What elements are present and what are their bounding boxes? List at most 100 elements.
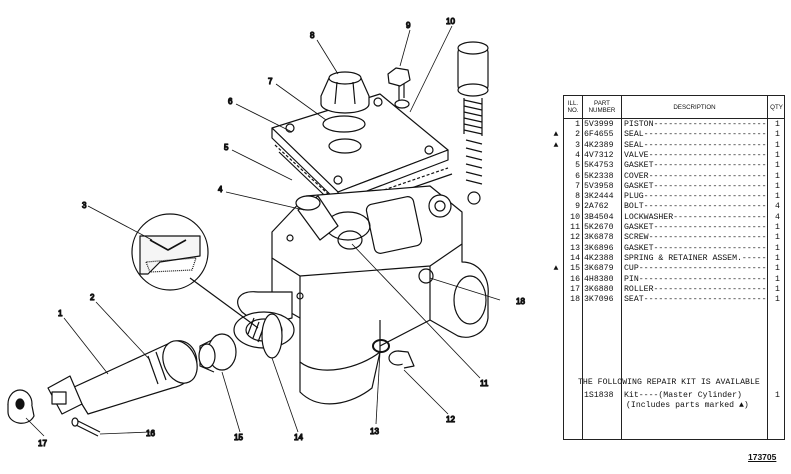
row-description: SEAL------------------------------------… [624, 130, 768, 140]
row-ill-no: 16 [570, 274, 580, 284]
row-description-text: PLUG [624, 192, 644, 202]
callout-1: 1 [58, 309, 63, 318]
row-ill-no: 15 [570, 264, 580, 274]
table-row: 55K4753GASKET---------------------------… [564, 161, 784, 171]
valve-4 [295, 195, 339, 241]
row-description: COVER-----------------------------------… [624, 172, 768, 182]
row-part-number: 3K2444 [584, 192, 614, 202]
row-description: PISTON----------------------------------… [624, 120, 768, 130]
row-qty: 4 [775, 212, 780, 222]
row-description-leader: ---------------------------------------- [653, 243, 768, 253]
row-description: GASKET----------------------------------… [624, 182, 768, 192]
row-description-text: PISTON [624, 120, 654, 129]
row-qty: 1 [775, 130, 780, 140]
callout-3: 3 [82, 201, 87, 210]
row-description-leader: ---------------------------------------- [673, 212, 768, 222]
table-row: ▲26F4655SEAL----------------------------… [554, 130, 784, 140]
row-description-text: GASKET [624, 181, 654, 191]
row-ill-no: 4 [575, 150, 580, 160]
row-ill-no: 17 [570, 284, 580, 294]
table-row: 14 4K2388 SPRING & RETAINER ASSEM.--------… [564, 254, 784, 264]
row-description-leader: ---------------------------------------- [648, 171, 768, 181]
exploded-view-drawing: 1 2 3 4 5 6 7 8 9 10 11 12 13 14 15 16 1… [7, 16, 526, 449]
callout-18: 18 [516, 297, 525, 306]
row-description-text: VALVE [624, 150, 649, 160]
header-part-number: PART NUMBER [588, 100, 616, 114]
row-description-leader: ---------------------------------------- [653, 181, 768, 191]
table-row: 15V3999PISTON---------------------------… [564, 120, 784, 130]
row-description-text: SEAL [624, 130, 644, 140]
row-ill-no: 2 [575, 130, 580, 140]
row-description-leader: ---------------------------------------- [643, 140, 768, 150]
roller-17 [7, 389, 35, 424]
gasket-7 [322, 115, 366, 133]
row-qty: 1 [775, 233, 780, 243]
row-part-number: 4K2389 [584, 140, 614, 150]
row-description-leader: ---------------------------------------- [653, 223, 768, 232]
table-row: 44V7312VALVE----------------------------… [564, 151, 784, 161]
piston-1 [47, 340, 198, 415]
callout-16: 16 [146, 429, 155, 438]
row-description-leader: ---------------------------------------- [653, 161, 768, 171]
row-description-text: GASKET [624, 161, 654, 171]
callout-9: 9 [406, 21, 411, 30]
cover-plate [271, 93, 449, 203]
row-ill-no: 6 [575, 171, 580, 181]
row-ill-no: 14 [570, 253, 580, 263]
row-description-leader: ---------------------------------------- [643, 202, 768, 212]
row-qty: 1 [775, 120, 780, 129]
gasket-13 [372, 339, 390, 353]
table-row: 123K6878SCREW---------------------------… [564, 233, 784, 243]
table-header: ILL. NO. PART NUMBER DESCRIPTION QTY [564, 96, 784, 119]
row-part-number: 5K4753 [584, 161, 614, 171]
table-row: 133K6896GASKET--------------------------… [564, 244, 784, 254]
table-row: 115K2670GASKET--------------------------… [564, 223, 784, 233]
row-description: GASKET----------------------------------… [624, 161, 768, 171]
repair-kit-title: THE FOLLOWING REPAIR KIT IS AVAILABLE [578, 378, 760, 387]
table-row: 6 5K2338 COVER----------------------------… [564, 172, 784, 182]
row-description-leader: ---------------------------------------- [648, 150, 768, 160]
row-ill-no: 8 [575, 192, 580, 202]
row-description: GASKET----------------------------------… [624, 244, 768, 254]
gasket-11 [337, 230, 363, 250]
repair-kit-row: 1S1838 Kit----(Master Cylinder) (Include… [564, 391, 784, 413]
row-part-number: 4H8380 [584, 274, 614, 284]
row-description-text: SPRING & RETAINER ASSEM. [624, 253, 742, 263]
row-ill-no: 12 [570, 233, 580, 243]
cylinder-body [233, 185, 489, 405]
row-description-leader: ---------------------------------------- [643, 130, 768, 140]
row-part-number: 4K2388 [584, 253, 614, 263]
row-mark: ▲ [553, 130, 559, 140]
row-qty: 1 [775, 171, 780, 181]
row-qty: 1 [775, 274, 780, 284]
bolt-9 [387, 67, 411, 109]
table-row: 103B4504LOCKWASHER----------------------… [564, 213, 784, 223]
row-description-text: BOLT [624, 202, 644, 212]
row-description: SPRING & RETAINER ASSEM.----------------… [624, 254, 768, 264]
row-description-leader: ---------------------------------------- [653, 284, 768, 294]
row-description-text: CUP [624, 264, 639, 274]
cup-15 [198, 333, 237, 373]
row-qty: 1 [775, 140, 780, 150]
row-ill-no: 11 [570, 223, 580, 232]
row-qty: 1 [775, 295, 780, 305]
callout-5: 5 [224, 143, 229, 152]
row-description: BOLT------------------------------------… [624, 202, 768, 212]
callout-4: 4 [218, 185, 223, 194]
row-mark: ▲ [553, 264, 559, 274]
row-qty: 1 [775, 223, 780, 232]
table-row: 164H8380PIN-----------------------------… [564, 275, 784, 285]
row-description-leader: ---------------------------------------- [643, 295, 768, 305]
row-part-number: 5K2670 [584, 223, 614, 232]
row-mark: ▲ [553, 140, 559, 150]
callout-6: 6 [228, 97, 233, 106]
row-ill-no: 9 [575, 202, 580, 212]
figure-number: 173705 [748, 452, 777, 462]
row-part-number: 5K2338 [584, 171, 614, 181]
repair-kit-qty: 1 [775, 391, 780, 400]
table-row: ▲34K2389SEAL----------------------------… [554, 140, 784, 151]
callout-2: 2 [90, 293, 95, 302]
row-ill-no: 10 [570, 212, 580, 222]
row-description-text: SEAL [624, 140, 644, 150]
